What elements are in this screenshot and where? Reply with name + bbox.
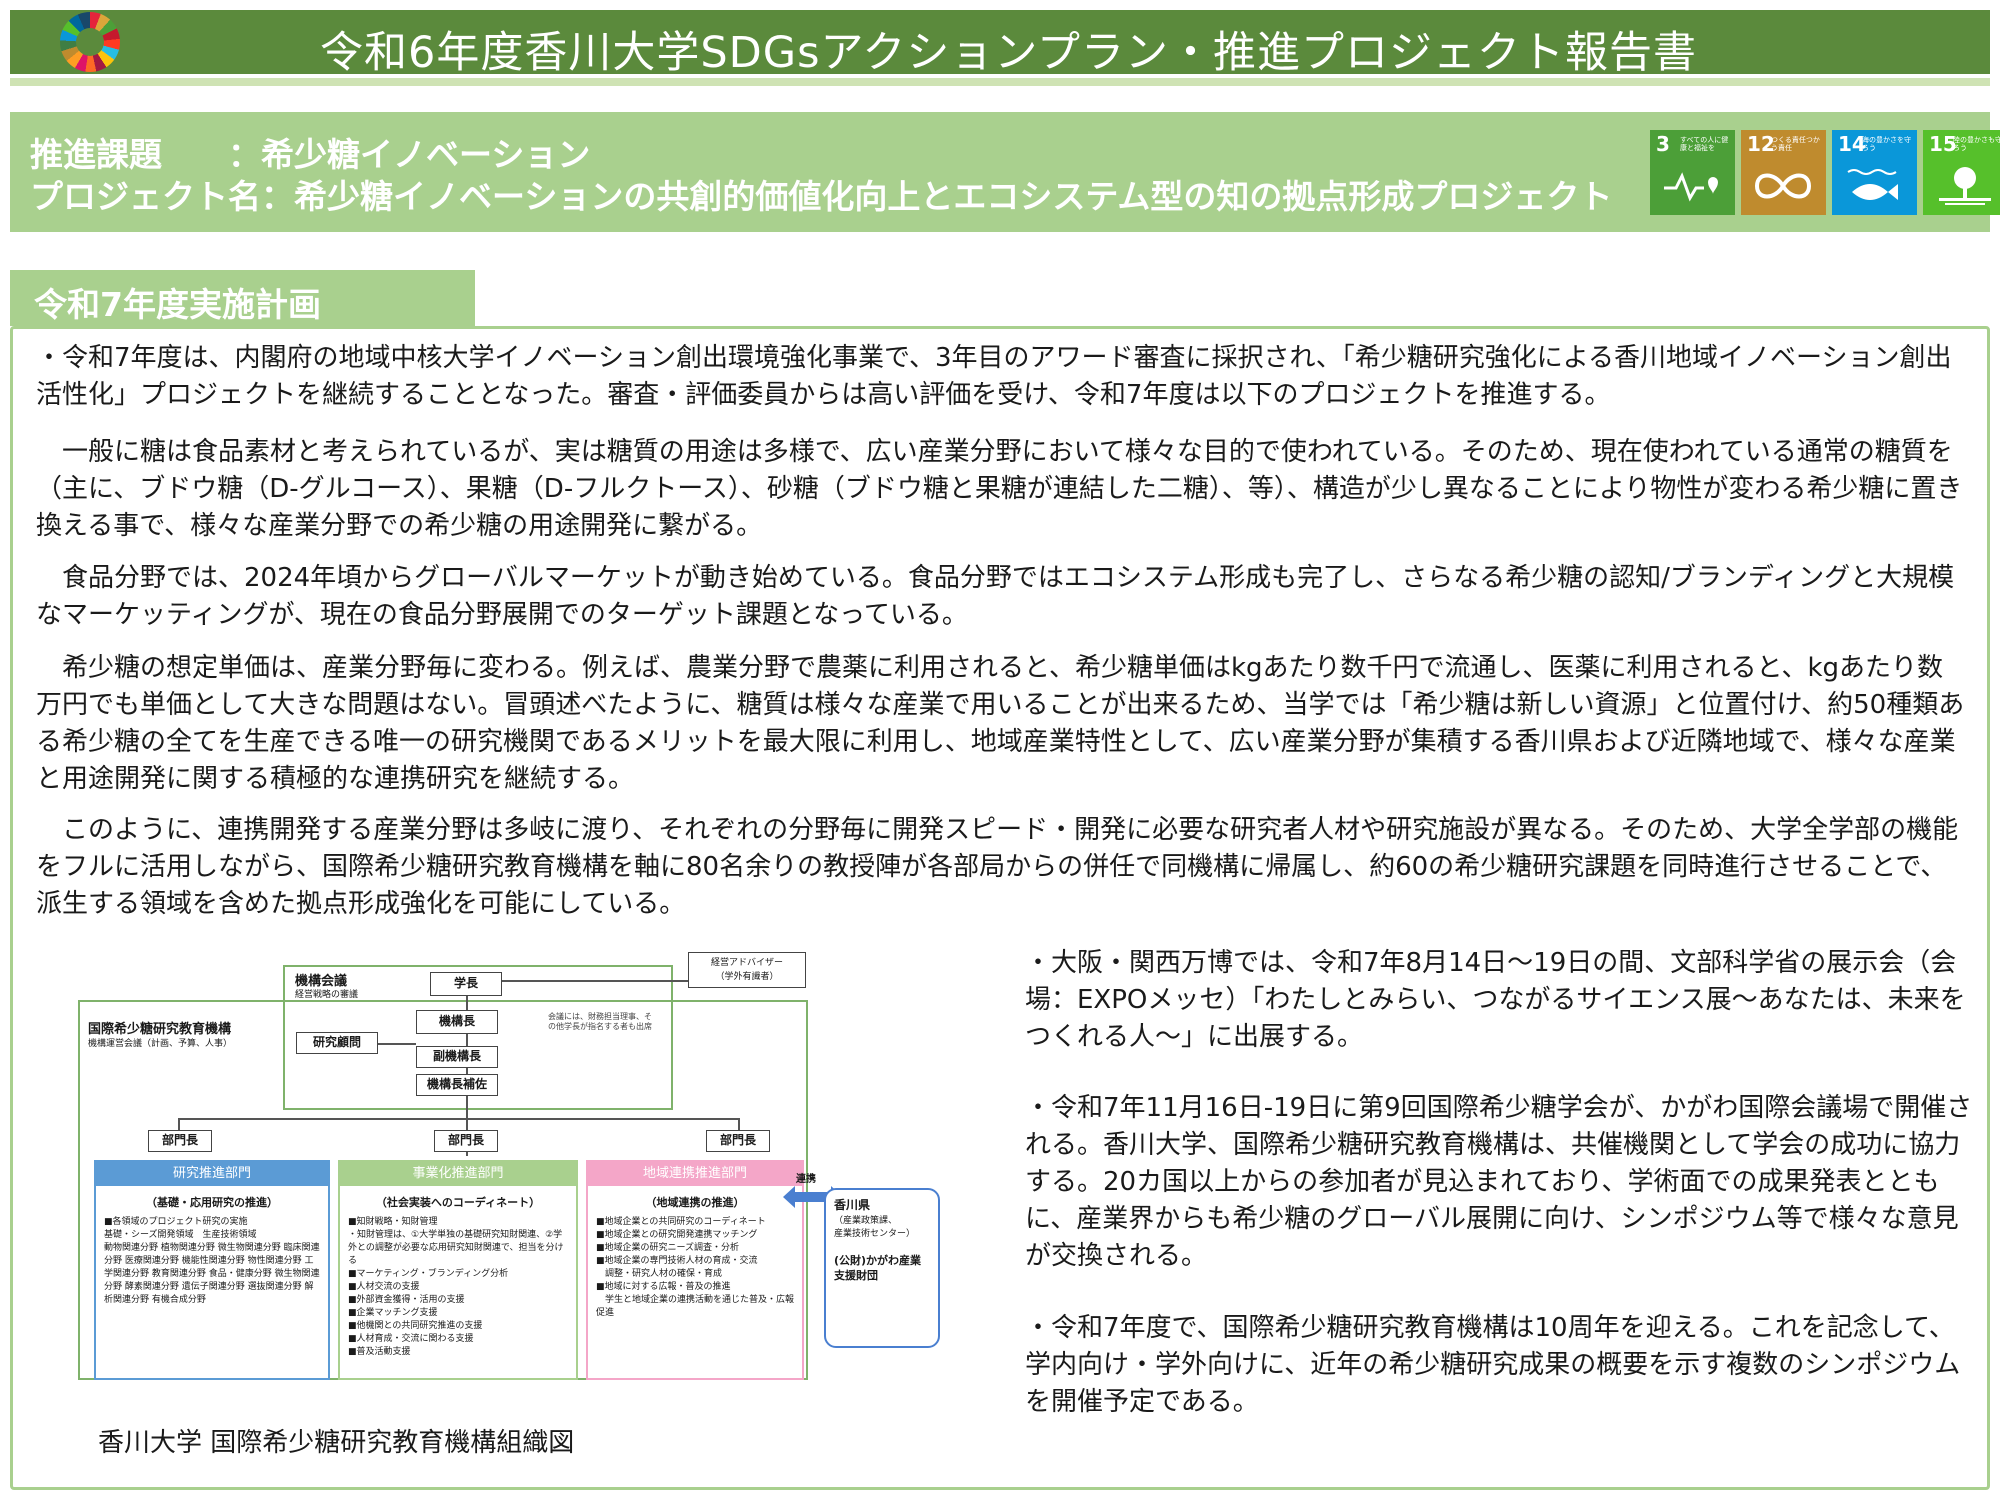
dept-research: 研究推進部門 （基礎・応用研究の推進） ■各領域のプロジェクト研究の実施 基礎・… [94, 1160, 330, 1380]
paragraph-1: ・令和7年度は、内閣府の地域中核大学イノベーション創出環境強化事業で、3年目のア… [36, 343, 1952, 410]
sdg-goal-icons: 3 すべての人に健康と福祉を 12 つくる責任つかう責任 14 海の豊かさを守ろ… [1650, 130, 2000, 215]
theme-value: 希少糖イノベーション [261, 135, 591, 174]
fuku-kikocho-box: 副機構長 [416, 1046, 498, 1068]
hosa-box: 機構長補佐 [416, 1074, 498, 1096]
section-title: 令和7年度実施計画 [34, 285, 321, 324]
advisor-box: 経営アドバイザー （学外有識者） [688, 952, 806, 988]
buchou-box-1: 部門長 [148, 1130, 212, 1152]
kaigi-note: 会議には、財務担当理事、その他学長が指名する者も出席 [548, 1012, 652, 1031]
theme-label: 推進課題 ： [30, 135, 261, 174]
project-name-value: 希少糖イノベーションの共創的価値化向上とエコシステム型の知の拠点形成プロジェクト [294, 177, 1613, 216]
anniversary-item: ・令和7年度で、国際希少糖研究教育機構は10周年を迎える。これを記念して、学内向… [1025, 1313, 1961, 1417]
symposium-conference-item: ・令和7年11月16日-19日に第9回国際希少糖学会が、かがわ国際会議場で開催さ… [1025, 1093, 1973, 1271]
renkei-label: 連携 [796, 1174, 816, 1185]
dept-regional: 地域連携推進部門 （地域連携の推進） ■地域企業との共同研究のコーディネート ■… [586, 1160, 804, 1380]
sdgs-wheel-icon [60, 12, 120, 72]
title-divider [10, 78, 1990, 86]
fish-icon [1847, 169, 1898, 200]
kiko-kaigi-label: 機構会議 [295, 974, 348, 989]
section-tab: 令和7年度実施計画 [10, 270, 475, 326]
gakucho-box: 学長 [430, 972, 502, 996]
sdg-goal-12: 12 つくる責任つかう責任 [1741, 130, 1826, 215]
org-sub: 機構運営会議（計画、予算、人事） [88, 1039, 233, 1049]
paragraph-4: 希少糖の想定単価は、産業分野毎に変わる。例えば、農業分野で農薬に利用されると、希… [36, 653, 1965, 794]
org-chart-caption: 香川大学 国際希少糖研究教育機構組織図 [98, 1428, 575, 1458]
double-arrow-icon [783, 1186, 843, 1208]
buchou-box-3: 部門長 [706, 1130, 770, 1152]
org-name: 国際希少糖研究教育機構 [88, 1022, 232, 1037]
kiko-kaigi-sub: 経営戦略の審議 [295, 990, 359, 1000]
paragraph-3: 食品分野では、2024年頃からグローバルマーケットが動き始めている。食品分野では… [36, 563, 1955, 630]
heartbeat-icon [1664, 172, 1718, 202]
sdg-goal-14: 14 海の豊かさを守ろう [1832, 130, 1917, 215]
expo-item: ・大阪・関西万博では、令和7年8月14日～19日の間、文部科学省の展示会（会場：… [1025, 948, 1966, 1052]
infinity-icon [1754, 173, 1812, 199]
buchou-box-2: 部門長 [434, 1130, 498, 1152]
komon-box: 研究顧問 [296, 1032, 378, 1054]
project-theme-row: 推進課題 ：希少糖イノベーション [30, 128, 590, 176]
paragraph-5: このように、連携開発する産業分野は多岐に渡り、それぞれの分野毎に開発スピード・開… [36, 815, 1959, 919]
dept-commercialization: 事業化推進部門 （社会実装へのコーディネート） ■知財戦略・知財管理 ・知財管理… [338, 1160, 578, 1380]
sdg-goal-15: 15 陸の豊かさも守ろう [1923, 130, 2000, 215]
kagawa-box: 香川県 （産業政策課、 産業技術センター） (公財)かがわ産業支援財団 [824, 1188, 940, 1348]
project-info-box: 推進課題 ：希少糖イノベーション プロジェクト名：希少糖イノベーションの共創的価… [10, 112, 2000, 232]
sdg-goal-3: 3 すべての人に健康と福祉を [1650, 130, 1735, 215]
paragraph-2: 一般に糖は食品素材と考えられているが、実は糖質の用途は多様で、広い産業分野におい… [36, 437, 1963, 541]
project-name-label: プロジェクト名： [30, 177, 294, 216]
kikocho-box: 機構長 [416, 1010, 498, 1034]
content-box [10, 326, 1990, 1490]
tree-icon [1939, 167, 1991, 205]
title-bar: 令和6年度香川大学SDGsアクションプラン・推進プロジェクト報告書 [10, 10, 1990, 78]
kiko-kaigi-frame [283, 965, 673, 1110]
project-name-row: プロジェクト名：希少糖イノベーションの共創的価値化向上とエコシステム型の知の拠点… [30, 170, 1612, 218]
org-chart: 機構会議 経営戦略の審議 学長 経営アドバイザー （学外有識者） 機構長 会議に… [78, 950, 948, 1390]
page-title: 令和6年度香川大学SDGsアクションプラン・推進プロジェクト報告書 [320, 28, 1698, 78]
